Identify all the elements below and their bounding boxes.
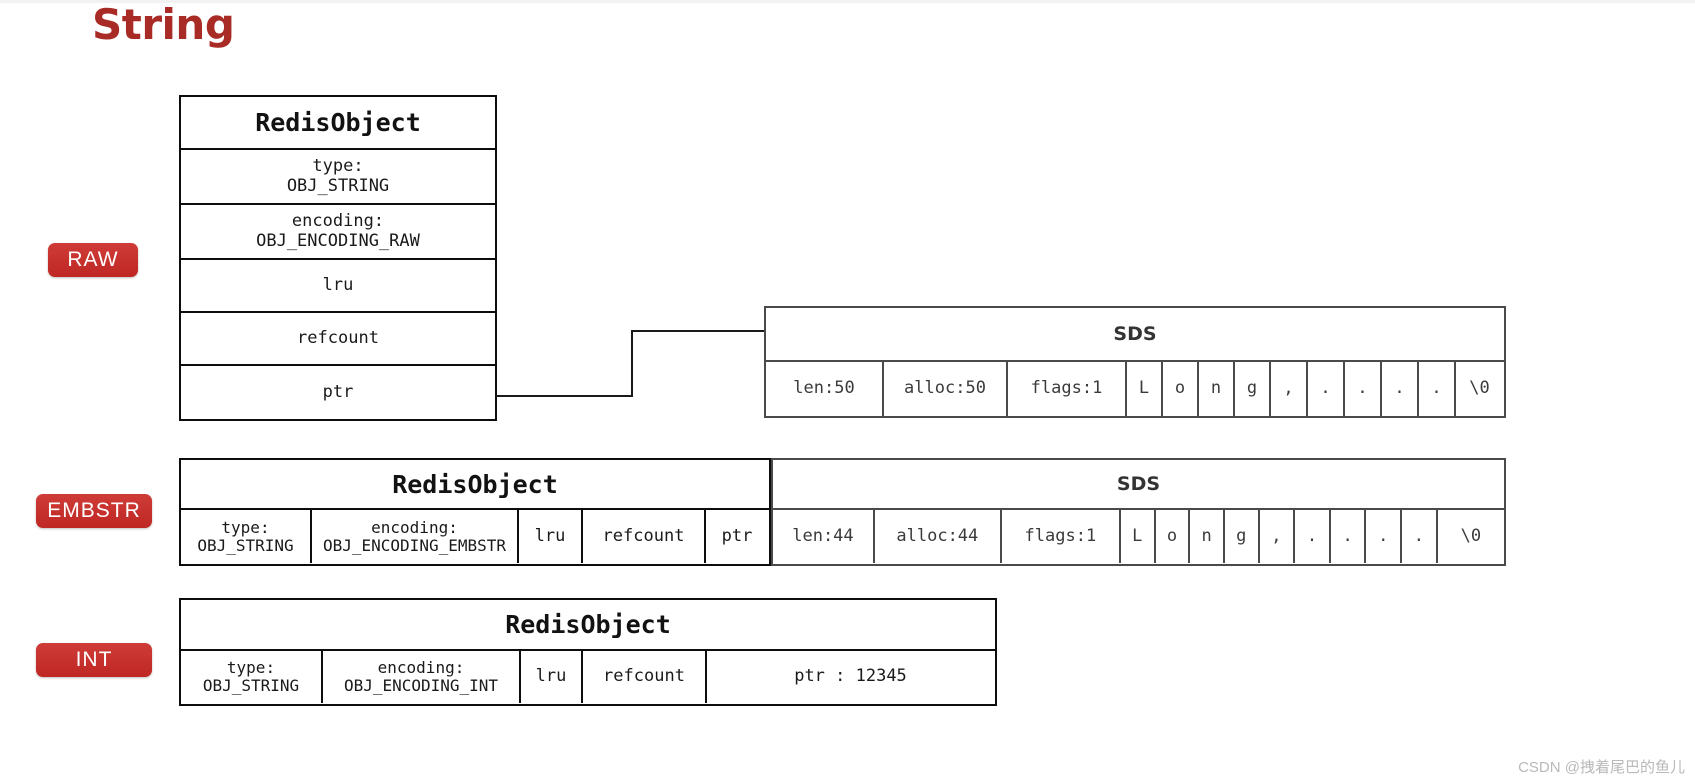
raw-sds-cells: len:50 alloc:50 flags:1 L o n g , . . . …	[766, 362, 1504, 416]
embstr-sds-table: SDS len:44 alloc:44 flags:1 L o n g , . …	[771, 458, 1506, 566]
int-field-lru: lru	[521, 651, 583, 703]
raw-sds-cell-char-2: n	[1199, 362, 1235, 416]
embstr-sds-cell-char-3: g	[1225, 510, 1260, 563]
embstr-sds-cell-nul: \0	[1460, 525, 1482, 546]
embstr-sds-title: SDS	[773, 460, 1504, 510]
embstr-sds-cell-flags: flags:1	[1002, 510, 1121, 563]
embstr-object-cells: type: OBJ_STRING encoding: OBJ_ENCODING_…	[181, 510, 769, 563]
int-object-cells: type: OBJ_STRING encoding: OBJ_ENCODING_…	[181, 651, 995, 703]
embstr-field-type: type: OBJ_STRING	[181, 510, 312, 563]
raw-redisobject-table: RedisObject type: OBJ_STRING encoding: O…	[179, 95, 497, 421]
embstr-field-refcount: refcount	[583, 510, 706, 563]
raw-sds-cell-nul: \0	[1469, 378, 1490, 399]
badge-embstr: EMBSTR	[36, 494, 152, 528]
raw-sds-cell-char-5: .	[1308, 362, 1345, 416]
embstr-row: RedisObject type: OBJ_STRING encoding: O…	[179, 458, 1506, 566]
embstr-field-encoding: encoding: OBJ_ENCODING_EMBSTR	[312, 510, 519, 563]
raw-sds-cell-char-0: L	[1127, 362, 1163, 416]
page-title: String	[92, 0, 235, 49]
embstr-sds-cell-len: len:44	[773, 510, 875, 563]
int-redisobject-table: RedisObject type: OBJ_STRING encoding: O…	[179, 598, 997, 706]
int-field-ptr: ptr : 12345	[794, 666, 907, 687]
top-strip	[0, 0, 1695, 3]
raw-sds-cell-char-3: g	[1235, 362, 1271, 416]
raw-object-title: RedisObject	[181, 97, 495, 150]
raw-sds-cell-flags: flags:1	[1008, 362, 1127, 416]
raw-field-lru: lru	[181, 260, 495, 313]
embstr-sds-cell-char-8: .	[1402, 510, 1438, 563]
int-field-type: type: OBJ_STRING	[181, 651, 323, 703]
ptr-to-sds-arrow	[496, 324, 778, 397]
raw-field-ptr: ptr	[322, 381, 354, 402]
raw-field-encoding: encoding: OBJ_ENCODING_RAW	[181, 205, 495, 260]
embstr-sds-cells: len:44 alloc:44 flags:1 L o n g , . . . …	[773, 510, 1504, 563]
embstr-sds-cell-char-2: n	[1190, 510, 1225, 563]
raw-field-refcount: refcount	[181, 313, 495, 366]
embstr-sds-cell-char-0: L	[1121, 510, 1156, 563]
embstr-sds-cell-char-7: .	[1366, 510, 1403, 563]
int-field-refcount: refcount	[583, 651, 707, 703]
embstr-sds-cell-alloc: alloc:44	[875, 510, 1002, 563]
raw-sds-cell-char-6: .	[1345, 362, 1382, 416]
embstr-object-title: RedisObject	[181, 460, 769, 510]
int-object-title: RedisObject	[181, 600, 995, 651]
raw-field-type: type: OBJ_STRING	[181, 150, 495, 205]
embstr-sds-cell-char-6: .	[1331, 510, 1367, 563]
embstr-sds-cell-char-5: .	[1295, 510, 1331, 563]
csdn-watermark: CSDN @拽着尾巴的鱼儿	[1518, 759, 1685, 776]
embstr-field-lru: lru	[519, 510, 583, 563]
badge-int: INT	[36, 643, 152, 677]
raw-sds-title: SDS	[766, 308, 1504, 362]
raw-sds-cell-alloc: alloc:50	[884, 362, 1008, 416]
embstr-sds-cell-char-1: o	[1156, 510, 1191, 563]
raw-sds-cell-char-4: ,	[1271, 362, 1308, 416]
embstr-redisobject-table: RedisObject type: OBJ_STRING encoding: O…	[179, 458, 771, 566]
int-field-encoding: encoding: OBJ_ENCODING_INT	[323, 651, 521, 703]
raw-sds-cell-char-8: .	[1419, 362, 1456, 416]
raw-sds-table: SDS len:50 alloc:50 flags:1 L o n g , . …	[764, 306, 1506, 418]
embstr-sds-cell-char-4: ,	[1260, 510, 1296, 563]
raw-sds-cell-char-1: o	[1163, 362, 1199, 416]
raw-sds-cell-char-7: .	[1382, 362, 1419, 416]
badge-raw: RAW	[48, 243, 138, 277]
embstr-field-ptr: ptr	[721, 525, 753, 546]
raw-sds-cell-len: len:50	[766, 362, 884, 416]
